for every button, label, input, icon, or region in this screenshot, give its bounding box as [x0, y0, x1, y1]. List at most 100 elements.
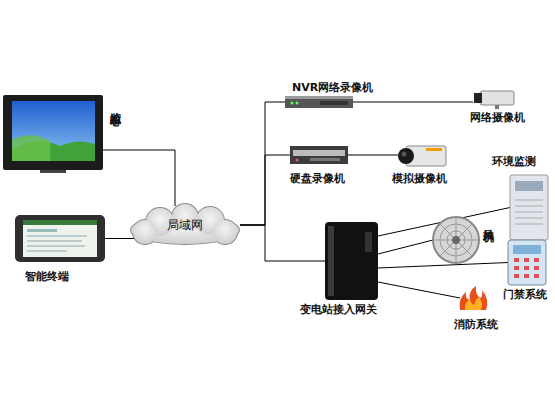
node-label: 局域网 [167, 219, 203, 232]
cloud-outline [133, 220, 157, 244]
cabinet-slat [515, 206, 543, 207]
cloud-node: 局域网 [130, 204, 240, 246]
fan-grille [440, 224, 472, 256]
terminal-node: 智能终端 [15, 215, 105, 262]
camera-lens-glint [402, 152, 407, 157]
dvr-panel [293, 150, 345, 156]
tablet-line [27, 229, 57, 232]
network-link [103, 150, 175, 206]
keypad-key [514, 258, 519, 262]
monitor-frame [3, 95, 103, 170]
sensor-node: 环境监测 [510, 175, 548, 240]
node-label: NVR网络录像机 [292, 81, 373, 94]
network-camera-icon [474, 91, 514, 109]
gateway-body [325, 222, 378, 300]
nvr-body [285, 96, 353, 108]
cabinet-slat [515, 224, 543, 225]
fan-frame [433, 217, 479, 263]
node-label: 智能终端 [25, 270, 69, 283]
keypad-key [514, 274, 519, 278]
keypad-screen [513, 245, 541, 254]
network-link [378, 240, 433, 254]
cabinet-body [510, 175, 548, 240]
keypad-key [534, 258, 539, 262]
node-label: 变电站接入网关 [300, 303, 377, 316]
node-label: 模拟摄像机 [392, 172, 447, 185]
tablet-screen [23, 220, 97, 257]
node-label: 抽风机 [482, 220, 495, 223]
gateway-icon [325, 222, 378, 300]
fan-grille [440, 224, 472, 256]
camera-node: 模拟摄像机 [398, 146, 446, 166]
node-label: 门禁系统 [503, 288, 547, 301]
camera-stripe [426, 148, 442, 151]
network-link [353, 102, 473, 103]
node-label: 消防系统 [454, 318, 498, 331]
network-link [378, 282, 460, 298]
dvr-led [296, 159, 299, 162]
gateway-highlight [328, 226, 334, 296]
cloud-shape [131, 204, 239, 244]
network-link [240, 102, 285, 225]
camera-lens [398, 148, 414, 164]
node-label: 监控中心 [109, 103, 122, 107]
network-link [105, 238, 134, 239]
network-link [240, 225, 325, 261]
fan-icon [433, 217, 479, 263]
fan-hub [452, 236, 460, 244]
camera-node: 网络摄像机 [473, 90, 515, 108]
tablet-bar [23, 220, 97, 225]
node-label: 网络摄像机 [470, 111, 525, 124]
monitor-hills [12, 135, 50, 161]
tablet-frame [15, 215, 105, 262]
nvr-icon [285, 96, 353, 108]
monitor-screen [12, 101, 95, 161]
monitor-stand [40, 170, 66, 173]
keypad-key [524, 258, 529, 262]
dvr-icon [290, 146, 348, 164]
camera-lens [474, 93, 482, 103]
access-control-icon [508, 240, 546, 285]
analog-camera-icon [398, 146, 446, 166]
nvr-led [291, 102, 294, 105]
environment-monitor-icon [510, 175, 548, 240]
keypad-body [508, 240, 546, 285]
network-link [240, 155, 290, 225]
cloud-outline [213, 220, 237, 244]
cloud-fill [133, 220, 157, 244]
node-label: 环境监测 [492, 155, 536, 168]
cloud-fill [213, 220, 237, 244]
cabinet-slat [515, 218, 543, 219]
dvr-slot [310, 158, 340, 161]
keypad-key [524, 266, 529, 270]
keypad-key [524, 274, 529, 278]
cabinet-panel [515, 181, 543, 191]
nvr-led [296, 102, 299, 105]
node-label: 硬盘录像机 [290, 172, 345, 185]
dvr-body [290, 146, 348, 164]
fire-icon [460, 286, 488, 310]
gateway-node: 变电站接入网关 [325, 222, 378, 300]
gateway-vent [365, 232, 372, 252]
tablet-line [27, 245, 85, 247]
keypad-key [534, 274, 539, 278]
fan-node: 抽风机 [433, 217, 479, 263]
keypad-key [534, 266, 539, 270]
network-link [378, 263, 508, 269]
nvr-top [285, 96, 353, 99]
keypad-key [514, 266, 519, 270]
access-node: 门禁系统 [508, 240, 546, 285]
tablet-line [27, 240, 82, 242]
tablet-line [27, 235, 87, 237]
cabinet-slat [515, 212, 543, 213]
flame-core [465, 297, 482, 310]
network-link [348, 155, 398, 156]
fire-node: 消防系统 [460, 286, 487, 310]
tablet-line [27, 250, 67, 252]
cabinet-slat [515, 200, 543, 201]
recorder-node: 硬盘录像机 [290, 146, 348, 164]
tablet-icon [15, 215, 105, 262]
